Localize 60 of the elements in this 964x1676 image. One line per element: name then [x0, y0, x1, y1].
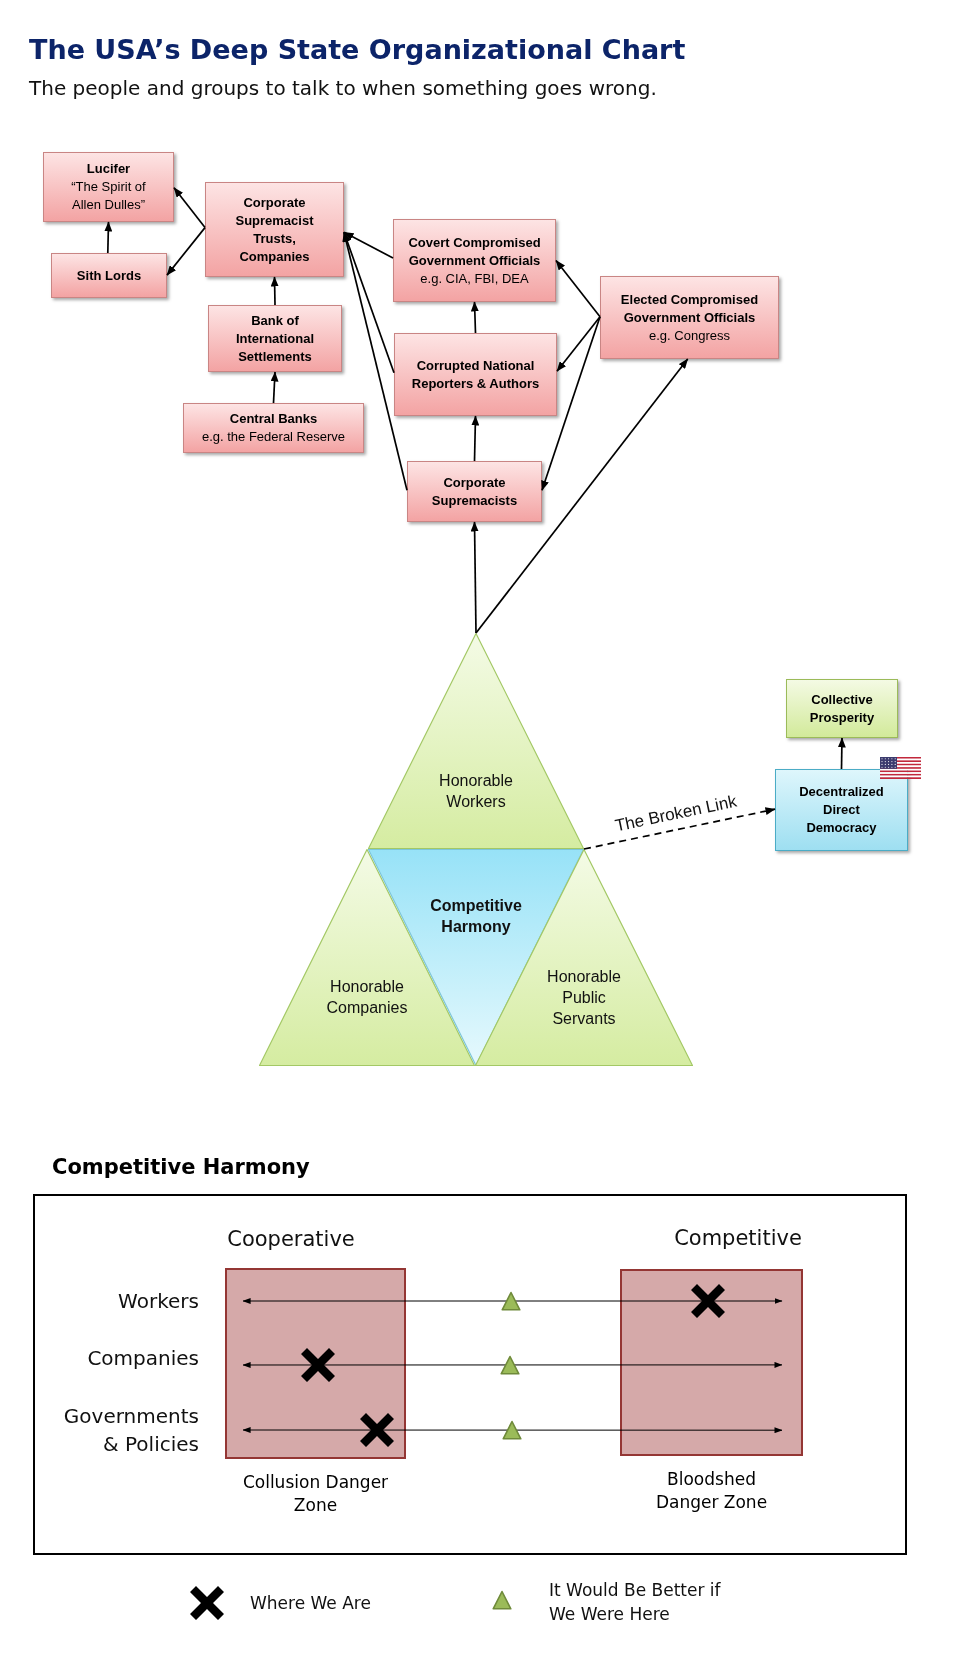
- dashed-arrow: [583, 807, 776, 850]
- arrow: [270, 371, 279, 404]
- box-title: Corporate Supremacists: [431, 473, 518, 510]
- box-title: Corporate Supremacist Trusts, Companies: [234, 193, 315, 266]
- arrow: [470, 521, 479, 634]
- box-title: Corrupted National Reporters & Authors: [411, 356, 540, 393]
- arrow: [470, 301, 479, 334]
- org-box: [183, 403, 364, 453]
- box-title: Central Banks: [229, 410, 318, 428]
- box-title: Sith Lords: [76, 266, 142, 285]
- box-title: Lucifer: [86, 160, 131, 178]
- arrow: [166, 226, 206, 276]
- org-box: [407, 461, 542, 522]
- arrow: [270, 276, 279, 306]
- org-box: [394, 333, 557, 416]
- org-box: [600, 276, 779, 359]
- column-header: Competitive: [674, 1225, 802, 1251]
- triangle-segment: [368, 633, 584, 849]
- arrow: [471, 415, 480, 462]
- double-arrow: [242, 1361, 783, 1368]
- legend-text: Where We Are: [250, 1592, 371, 1615]
- box-note: e.g. Congress: [648, 326, 731, 345]
- org-box: [51, 253, 167, 298]
- arrow: [104, 221, 113, 254]
- legend-text: It Would Be Better if We Were Here: [549, 1579, 722, 1626]
- arrow: [173, 186, 206, 229]
- arrow: [556, 315, 601, 373]
- row-label: Governments & Policies: [62, 1403, 199, 1458]
- subtitle: The people and groups to talk to when something goes wrong.: [29, 75, 657, 101]
- triangle-label: Honorable Public Servants: [547, 966, 621, 1029]
- arrow: [555, 259, 601, 318]
- panel-heading: Competitive Harmony: [52, 1154, 310, 1180]
- box-note: e.g. CIA, FBI, DEA: [419, 269, 530, 288]
- arrow: [343, 231, 394, 259]
- box-title: Collective Prosperity: [809, 690, 875, 727]
- arrow: [342, 231, 408, 492]
- zone-caption: Collusion Danger Zone: [242, 1471, 389, 1517]
- box-title: Decentralized Direct Democracy: [798, 783, 885, 837]
- zone-caption: Bloodshed Danger Zone: [655, 1468, 768, 1514]
- org-box: [43, 152, 174, 222]
- double-arrow: [242, 1427, 783, 1434]
- triangle-label: Honorable Companies: [326, 976, 408, 1018]
- org-box: [393, 219, 556, 302]
- goal-box: [786, 679, 898, 738]
- box-note: “The Spirit of Allen Dulles”: [70, 178, 147, 214]
- box-note: e.g. the Federal Reserve: [201, 428, 346, 446]
- goal-box: [775, 769, 908, 851]
- box-title: Bank of International Settlements: [235, 311, 315, 366]
- row-label: Companies: [87, 1345, 199, 1371]
- arrow: [541, 315, 601, 492]
- org-box: [208, 305, 342, 372]
- arrow: [837, 737, 846, 770]
- chart-title: The USA’s Deep State Organizational Chart: [29, 33, 686, 67]
- double-arrow: [242, 1298, 783, 1304]
- org-box: [205, 182, 344, 277]
- column-header: Cooperative: [227, 1226, 355, 1252]
- triangle-label: Honorable Workers: [439, 770, 513, 812]
- arrow: [475, 358, 689, 634]
- triangle-label: Competitive Harmony: [430, 896, 522, 938]
- row-label: Workers: [118, 1288, 199, 1314]
